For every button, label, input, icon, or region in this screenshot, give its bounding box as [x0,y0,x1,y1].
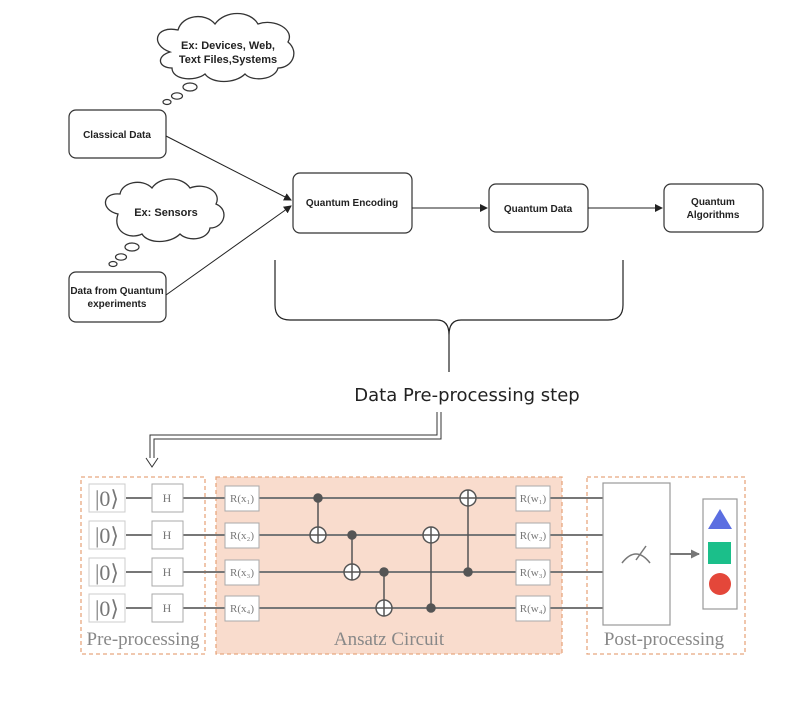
quantum-data-box: Quantum Data [488,183,589,233]
sensors-cloud: Ex: Sensors [104,178,225,268]
quantum-encoding-box: Quantum Encoding [292,172,413,234]
quantum-experiments-line1: Data from Quantum [70,286,163,297]
circle-class-icon [709,573,731,595]
classical-data-label: Classical Data [83,130,151,141]
cnot-3-to-4 [375,567,393,617]
ket-zero-2: |0⟩ [95,523,119,548]
ket-zero-4: |0⟩ [95,596,119,621]
hadamard-column: H H H H [151,483,184,623]
devices-cloud: Ex: Devices, Web, Text Files,Systems [156,12,295,106]
quantum-experiments-line2: experiments [88,299,147,310]
cloud-devices-line1: Ex: Devices, Web, [181,40,275,52]
rotation-x1-gate: R(x₁) [230,493,254,505]
cnot-1-to-2 [309,493,327,544]
cnot-3-to-1 [459,489,477,577]
weight-rotation-column: R(w₁) R(w₂) R(w₃) R(w₄) [515,485,551,622]
preprocessing-brace [274,260,624,372]
measurement-box [602,482,671,626]
postprocessing-label: Post-processing [604,629,725,650]
rotation-w2-gate: R(w₂) [520,530,547,542]
rotation-w3-gate: R(w₃) [520,567,547,579]
hadamard-gate-2: H [163,528,172,542]
output-classes-box [702,498,738,610]
cloud-devices-line2: Text Files,Systems [179,54,277,66]
arrow-experiments-to-encoding [165,205,292,296]
postprocessing-panel [586,476,746,655]
meter-icon [621,553,651,564]
hadamard-gate-3: H [163,565,172,579]
double-line-connector [145,412,442,468]
quantum-algorithms-line2: Algorithms [687,210,740,221]
ansatz-panel [215,476,563,655]
quantum-encoding-label: Quantum Encoding [306,198,398,209]
rotation-w1-gate: R(w₁) [520,493,547,505]
rotation-x2-gate: R(x₂) [230,530,254,542]
arrow-classical-to-encoding [165,135,292,201]
quantum-algorithms-box: Quantum Algorithms [663,183,764,233]
cnot-gates [309,489,477,617]
quantum-data-label: Quantum Data [504,204,573,215]
ket-zero-1: |0⟩ [95,486,119,511]
cloud-sensors-label: Ex: Sensors [134,207,198,219]
ket-column: |0⟩ |0⟩ |0⟩ |0⟩ [88,483,126,623]
classical-data-box: Classical Data [68,109,167,159]
input-rotation-column: R(x₁) R(x₂) R(x₃) R(x₄) [224,485,260,622]
quantum-experiments-box: Data from Quantum experiments [68,271,167,323]
ansatz-circuit-label: Ansatz Circuit [334,629,445,650]
rotation-w4-gate: R(w₄) [520,603,547,615]
hadamard-gate-4: H [163,601,172,615]
rotation-x4-gate: R(x₄) [230,603,254,615]
rotation-x3-gate: R(x₃) [230,567,254,579]
preprocessing-step-label: Data Pre-processing step [354,385,579,406]
triangle-class-icon [708,509,732,529]
ket-zero-3: |0⟩ [95,560,119,585]
hadamard-gate-1: H [163,491,172,505]
preprocessing-label: Pre-processing [87,629,200,650]
cnot-4-to-2 [422,526,440,613]
square-class-icon [708,542,731,564]
cnot-2-to-3 [343,530,361,581]
preprocessing-panel [80,476,206,655]
quantum-algorithms-line1: Quantum [691,197,735,208]
